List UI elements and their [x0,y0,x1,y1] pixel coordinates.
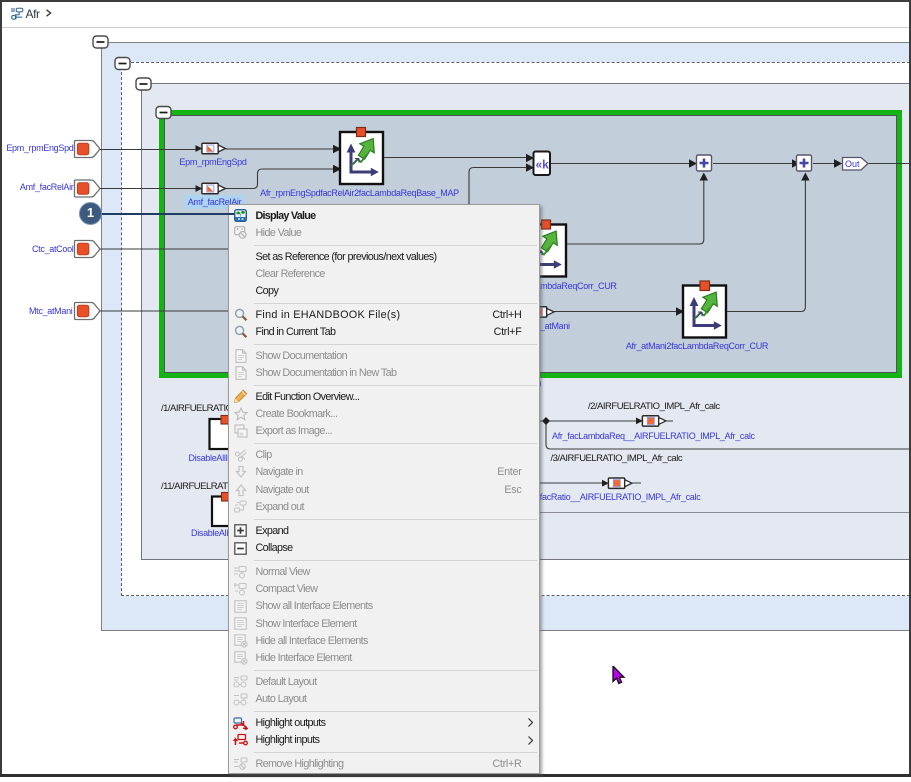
svg-text:«k: «k [536,158,550,172]
svg-text:Out: Out [845,159,860,169]
